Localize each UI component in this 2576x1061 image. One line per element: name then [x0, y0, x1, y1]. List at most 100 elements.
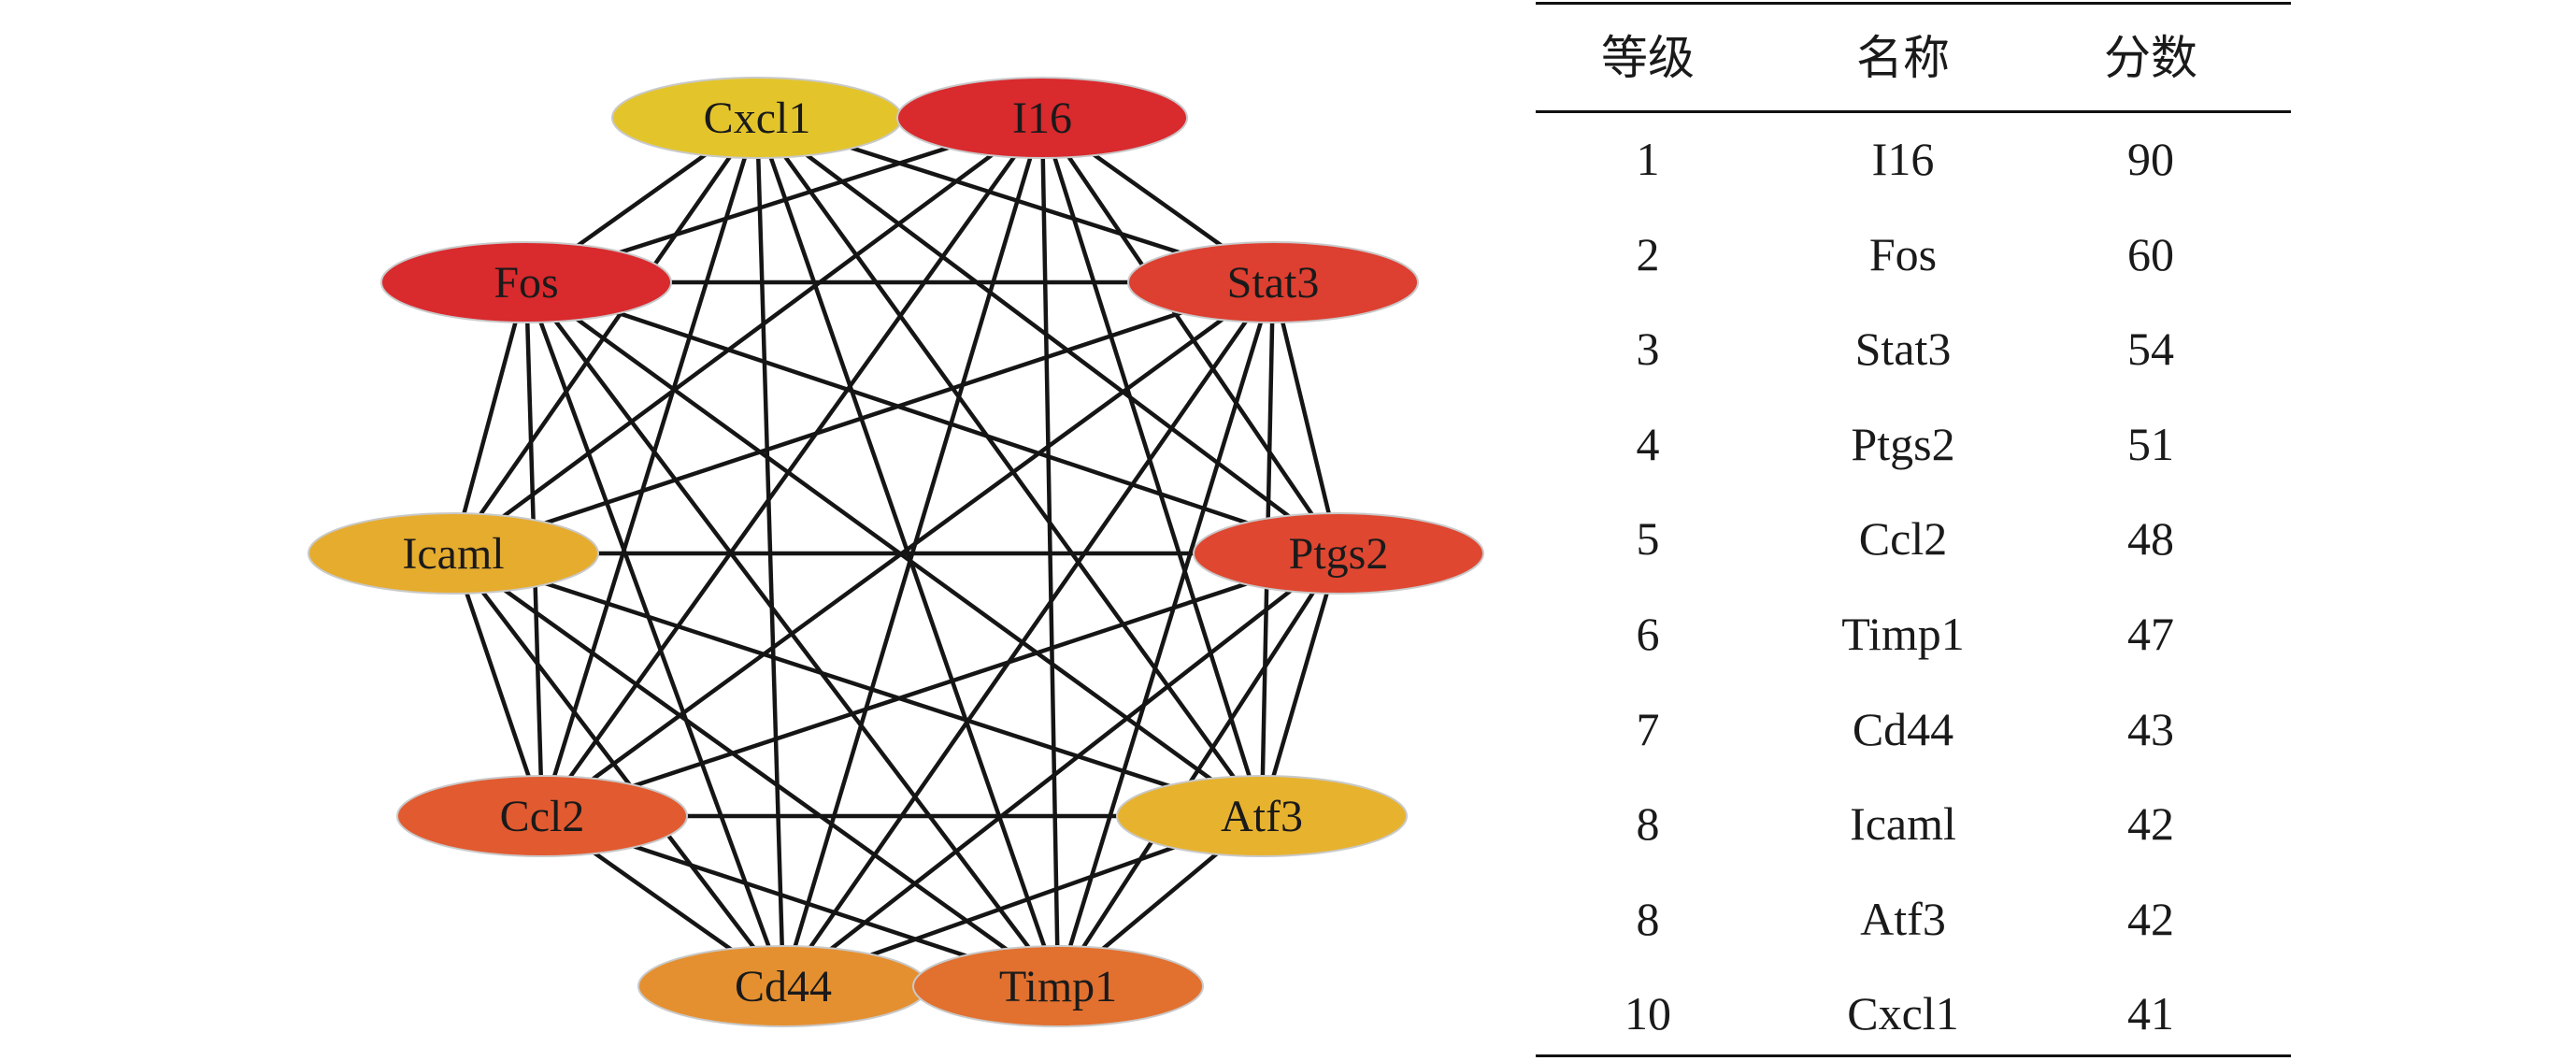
- cell-score: 90: [2127, 133, 2174, 185]
- cell-rank: 6: [1636, 608, 1660, 660]
- table-row: 1 I16 90: [1536, 122, 2291, 196]
- node-icam1: Icaml: [308, 512, 599, 595]
- edge-icam1-atf3: [452, 551, 1263, 819]
- edge-cxcl1-ccl2: [539, 117, 760, 817]
- header-name: 名称: [1856, 31, 1950, 85]
- cell-name: Stat3: [1854, 323, 1952, 376]
- cell-name: Timp1: [1841, 608, 1965, 660]
- cell-name: Icaml: [1850, 797, 1956, 851]
- node-label-il6: I16: [1012, 93, 1072, 143]
- node-stat3: Stat3: [1127, 241, 1419, 323]
- node-ellipse-timp1: [912, 945, 1204, 1027]
- cell-rank: 10: [1624, 987, 1671, 1040]
- cell-rank: 8: [1636, 892, 1660, 945]
- node-cxcl1: Cxcl1: [611, 77, 903, 159]
- edge-stat3-cd44: [781, 280, 1275, 988]
- cell-score: 54: [2127, 323, 2174, 376]
- cell-name: Cxcl1: [1847, 987, 1959, 1040]
- edge-il6-icam1: [451, 116, 1044, 555]
- edge-ptgs2-ccl2: [541, 551, 1339, 819]
- node-label-timp1: Timp1: [999, 962, 1117, 1011]
- edge-icam1-timp1: [451, 552, 1060, 988]
- node-label-fos: Fos: [494, 258, 558, 308]
- table-row: 10 Cxcl1 41: [1536, 976, 2291, 1051]
- cell-rank: 3: [1636, 323, 1660, 376]
- node-ellipse-ptgs2: [1193, 512, 1484, 595]
- table-row: 6 Timp1 47: [1536, 596, 2291, 671]
- table-row: 5 Ccl2 48: [1536, 501, 2291, 576]
- cell-score: 51: [2127, 417, 2174, 470]
- node-cd44: Cd44: [637, 945, 929, 1027]
- edge-stat3-icam1: [452, 280, 1274, 556]
- cell-score: 42: [2127, 797, 2174, 851]
- node-label-ptgs2: Ptgs2: [1289, 529, 1389, 579]
- table-header-rule: [1536, 110, 2291, 113]
- node-ellipse-ccl2: [396, 775, 688, 857]
- edge-ptgs2-cd44: [781, 552, 1340, 988]
- table-row: 7 Cd44 43: [1536, 692, 2291, 767]
- table-bottom-rule: [1536, 1054, 2291, 1057]
- node-ellipse-il6: [896, 77, 1188, 159]
- cell-rank: 7: [1636, 702, 1660, 755]
- cell-score: 41: [2127, 987, 2174, 1040]
- cell-name: Ptgs2: [1851, 417, 1955, 470]
- edge-cxcl1-atf3: [755, 116, 1264, 818]
- edge-fos-atf3: [524, 280, 1264, 818]
- edge-icam1-cd44: [451, 552, 785, 988]
- cell-score: 42: [2127, 892, 2174, 945]
- edge-ptgs2-timp1: [1056, 552, 1340, 988]
- cell-name: I16: [1871, 133, 1935, 185]
- node-ccl2: Ccl2: [396, 775, 688, 857]
- node-atf3: Atf3: [1116, 775, 1408, 857]
- cell-name: Cd44: [1852, 702, 1954, 755]
- cell-score: 60: [2127, 227, 2174, 280]
- cell-name: Atf3: [1860, 892, 1946, 945]
- cell-rank: 8: [1636, 797, 1660, 851]
- edge-icam1-ccl2: [451, 552, 545, 817]
- edge-stat3-ptgs2: [1270, 281, 1341, 554]
- node-fos: Fos: [380, 241, 672, 323]
- node-label-icam1: Icaml: [402, 529, 504, 579]
- cell-score: 47: [2127, 608, 2174, 660]
- node-ellipse-atf3: [1116, 775, 1408, 857]
- cell-name: Fos: [1868, 227, 1938, 280]
- node-ellipse-icam1: [308, 512, 599, 595]
- cell-score: 43: [2127, 702, 2174, 755]
- edge-stat3-ccl2: [540, 280, 1275, 818]
- edge-il6-ccl2: [540, 116, 1044, 818]
- edge-il6-atf3: [1039, 117, 1265, 817]
- edge-cxcl1-icam1: [451, 116, 759, 555]
- cell-name: Ccl2: [1858, 512, 1948, 566]
- node-ellipse-fos: [380, 241, 672, 323]
- cell-score: 48: [2127, 512, 2174, 566]
- node-il6: I16: [896, 77, 1188, 159]
- table-header-row: 等级 名称 分数: [1536, 17, 2291, 92]
- node-ellipse-stat3: [1127, 241, 1419, 323]
- table-row: 4 Ptgs2 51: [1536, 407, 2291, 481]
- edge-fos-icam1: [451, 281, 529, 554]
- edge-fos-cd44: [523, 281, 786, 987]
- node-label-cxcl1: Cxcl1: [704, 93, 811, 143]
- table-row: 8 Icaml 42: [1536, 786, 2291, 861]
- cell-rank: 4: [1636, 417, 1660, 470]
- table-top-rule: [1536, 2, 2291, 5]
- table-row: 2 Fos 60: [1536, 217, 2291, 292]
- cell-rank: 2: [1636, 227, 1660, 280]
- node-ptgs2: Ptgs2: [1193, 512, 1484, 595]
- table-row: 3 Stat3 54: [1536, 311, 2291, 386]
- edge-ptgs2-atf3: [1259, 552, 1341, 817]
- edge-il6-ptgs2: [1040, 116, 1340, 555]
- cell-rank: 1: [1636, 133, 1660, 185]
- edge-stat3-timp1: [1055, 281, 1276, 987]
- table-row: 8 Atf3 42: [1536, 882, 2291, 956]
- node-label-stat3: Stat3: [1227, 258, 1320, 308]
- node-timp1: Timp1: [912, 945, 1204, 1027]
- cell-rank: 5: [1636, 512, 1660, 566]
- node-label-ccl2: Ccl2: [500, 792, 585, 841]
- node-label-atf3: Atf3: [1221, 792, 1303, 841]
- node-label-cd44: Cd44: [735, 962, 832, 1011]
- header-score: 分数: [2104, 31, 2197, 85]
- header-rank: 等级: [1601, 31, 1695, 85]
